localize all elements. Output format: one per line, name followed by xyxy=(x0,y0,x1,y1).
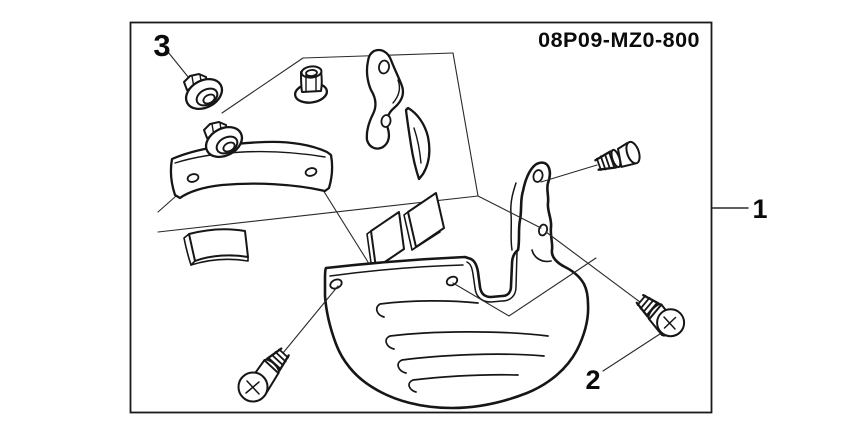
leader-screw-bottom xyxy=(282,285,339,354)
leader-screw-top xyxy=(540,164,598,183)
pad-small xyxy=(183,228,249,266)
strip-hole-left xyxy=(186,173,200,183)
pad-square-right xyxy=(403,192,445,251)
callout-2-label: 2 xyxy=(585,365,600,395)
callout-3-label: 3 xyxy=(153,28,170,63)
callout-1-label: 1 xyxy=(752,194,767,224)
s-bracket-hole-top xyxy=(378,59,390,75)
grommet-2 xyxy=(203,121,244,159)
fender-ridges xyxy=(375,300,549,393)
blade-piece xyxy=(404,106,431,181)
screw-top-right xyxy=(594,140,641,171)
fender-hole-left xyxy=(329,278,343,290)
fender-bracket-hole-mid xyxy=(537,223,549,237)
leader-lines-front xyxy=(282,164,664,372)
strip-hole-right xyxy=(304,167,318,177)
screw-bottom-left xyxy=(237,347,290,403)
grommet-1 xyxy=(183,73,224,111)
leader-screw-2 xyxy=(545,231,641,303)
s-bracket xyxy=(365,48,405,150)
screw-right xyxy=(635,294,686,338)
s-bracket-hole-bottom xyxy=(380,114,392,128)
flange-nut xyxy=(293,65,329,104)
part-code: 08P09-MZ0-800 xyxy=(538,28,700,52)
leader-callout-2 xyxy=(602,331,664,372)
fender-hole-center xyxy=(445,275,459,287)
fender-bracket-hole-top xyxy=(532,169,544,183)
